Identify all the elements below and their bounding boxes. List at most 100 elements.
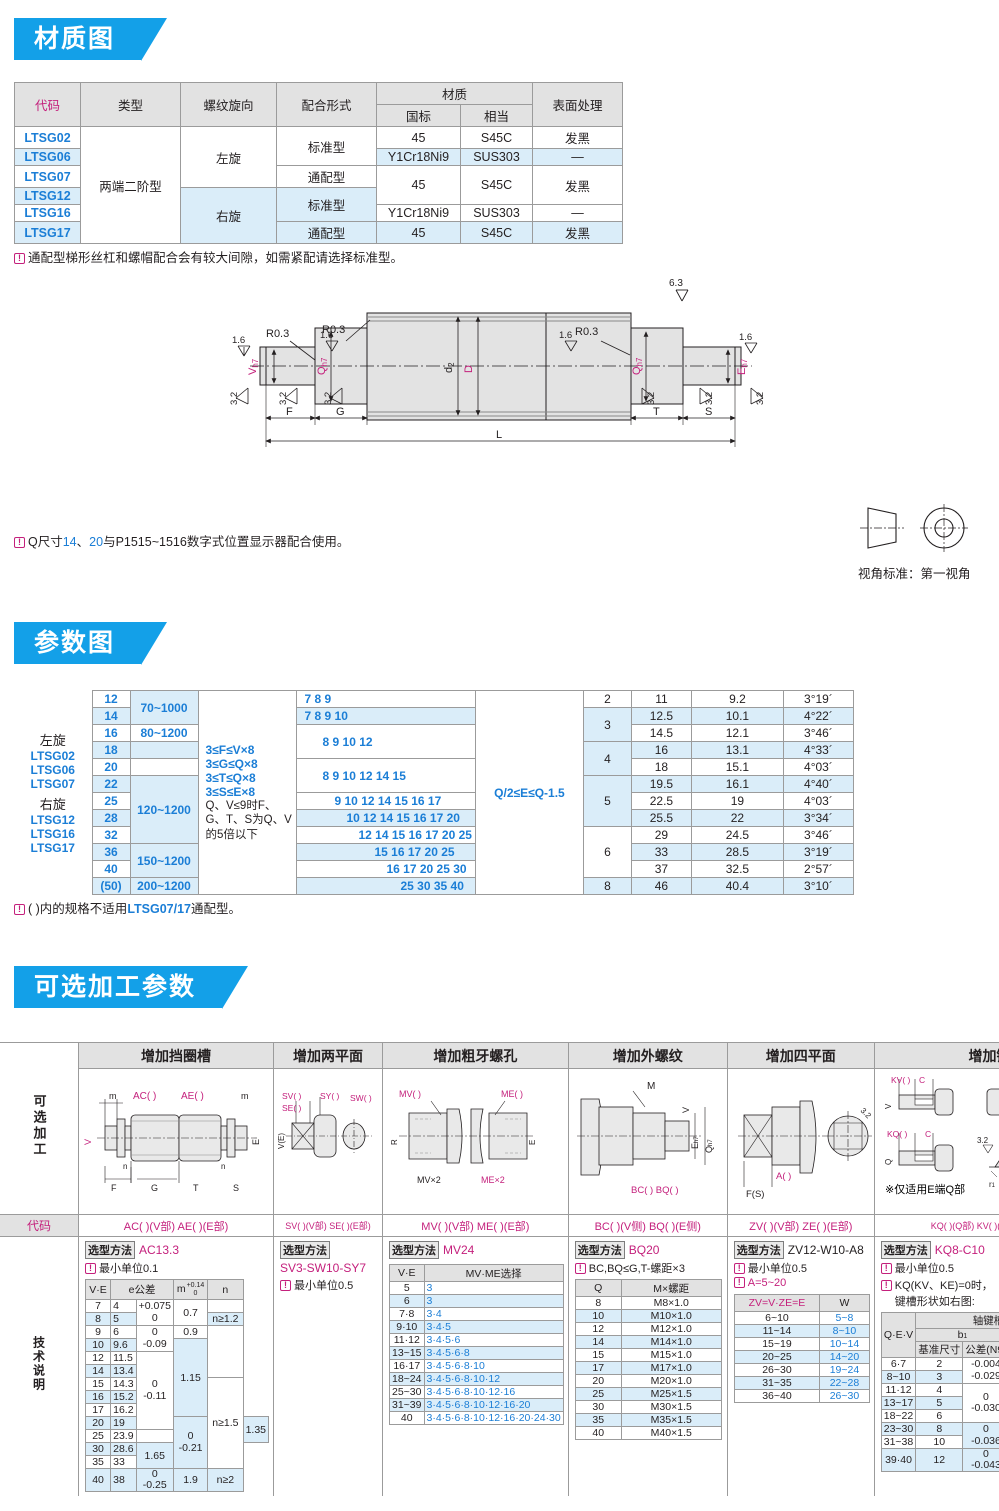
optional-section-title: 可选加工参数 bbox=[14, 966, 222, 1008]
cell-b-tol: 0-0.030 bbox=[963, 1384, 999, 1423]
optional-code-row: 代码 AC( )(V部) AE( )(E部) SV( )(V部) SE( )(E… bbox=[0, 1215, 999, 1237]
th-b1: b1 bbox=[916, 1329, 999, 1342]
dim-G: G bbox=[151, 1183, 158, 1193]
table-header-row: Q·E·V 轴键槽尺寸 r1 bbox=[881, 1313, 999, 1329]
cell-qev: 13~17 bbox=[881, 1397, 916, 1410]
cell-e: 5 bbox=[111, 1313, 136, 1326]
dim-Q-key: Q bbox=[884, 1159, 893, 1165]
opt-title-0: 增加挡圈槽 bbox=[79, 1043, 274, 1069]
cell-surf: 发黑 bbox=[533, 222, 623, 244]
select-method-badge-2: 选型方法 bbox=[389, 1241, 439, 1259]
cell-m: M17×1.0 bbox=[621, 1362, 721, 1375]
illus-two-flats: SV( ) SE( ) SY( ) SW( ) V(E) bbox=[274, 1069, 383, 1215]
cell-ve: 15 bbox=[86, 1378, 111, 1391]
cell-n: n≥2 bbox=[208, 1469, 243, 1492]
cell-e: 28.6 bbox=[111, 1443, 136, 1456]
code-5: KQ( )(Q部) KV( )(V部) KE( )(E部) bbox=[874, 1215, 999, 1237]
dim-ME2: ME×2 bbox=[481, 1175, 505, 1185]
cell-ve: 40 bbox=[86, 1469, 111, 1492]
dim-m-left: m bbox=[109, 1091, 117, 1101]
spec-sv: 选型方法 SV3-SW10-SY7 !最小单位0.5 bbox=[274, 1237, 383, 1497]
cell-b-tol: 0-0.043 bbox=[963, 1449, 999, 1472]
cell-d: 16 bbox=[631, 742, 691, 759]
cell-qev: 18~22 bbox=[881, 1410, 916, 1423]
warning-icon: ! bbox=[575, 1263, 586, 1274]
cell-m: 1.65 bbox=[136, 1443, 173, 1469]
dim-Eh7: Eh7 bbox=[690, 1136, 700, 1149]
cell-w: 22~28 bbox=[820, 1377, 870, 1390]
projection-label: 视角标准：第一视角 bbox=[858, 563, 988, 582]
cell-e-tol: 0-0.11 bbox=[136, 1352, 173, 1430]
cell-qev: 39·40 bbox=[881, 1449, 916, 1472]
cell-e: 15.2 bbox=[111, 1391, 136, 1404]
cell-w: 14~20 bbox=[820, 1351, 870, 1364]
cell-size: 16 bbox=[92, 725, 130, 742]
cell-gb: 45 bbox=[377, 222, 461, 244]
cell-opts: 3 bbox=[424, 1295, 563, 1308]
cell-angle: 4°40´ bbox=[783, 776, 853, 793]
cell-e: 33 bbox=[111, 1456, 136, 1469]
th-m-pitch: M×螺距 bbox=[621, 1280, 721, 1297]
projection-symbol-svg bbox=[858, 500, 988, 560]
cell-b-tol: 0-0.036 bbox=[963, 1423, 999, 1449]
th-qev: Q·E·V bbox=[881, 1313, 916, 1358]
cell-size: 20 bbox=[92, 759, 130, 776]
dim-R: R bbox=[390, 1139, 399, 1145]
cell-w: 19~24 bbox=[820, 1364, 870, 1377]
cell-ve: 25~30 bbox=[390, 1386, 425, 1399]
roughness-32-d: 3.2 bbox=[646, 392, 657, 405]
cell-size: 36 bbox=[92, 844, 130, 861]
cell-ve: 10 bbox=[86, 1339, 111, 1352]
cell-m: 1.9 bbox=[173, 1469, 207, 1492]
cell-q: 35 bbox=[575, 1414, 621, 1427]
th-fit-form: 配合形式 bbox=[277, 83, 377, 127]
table-header-row: ZV=V·ZE=E W bbox=[734, 1295, 869, 1312]
cell-q: 8 bbox=[575, 1297, 621, 1310]
four-flats-svg: A( ) F(S) 3.2 bbox=[730, 1071, 872, 1207]
cell-pitch: 15 16 17 20 25 bbox=[296, 844, 475, 861]
label-S: S bbox=[705, 406, 712, 418]
cell-angle: 2°57´ bbox=[783, 861, 853, 878]
cell-w: 8~10 bbox=[820, 1325, 870, 1338]
opt-title-4: 增加四平面 bbox=[727, 1043, 874, 1069]
cell-ve: 16·17 bbox=[390, 1360, 425, 1373]
cell-length: 150~1200 bbox=[130, 844, 198, 878]
cell-d2: 19 bbox=[691, 793, 783, 810]
cell-surf: 发黑 bbox=[533, 127, 623, 149]
dim-VE: V(E) bbox=[277, 1133, 286, 1149]
cell-codes: 左旋 LTSG02 LTSG06 LTSG07 右旋 LTSG12 LTSG16… bbox=[14, 691, 92, 895]
cell-eq: S45C bbox=[461, 222, 533, 244]
table-row: 16 80~1200 8 9 10 12 14.5 12.1 3°46´ bbox=[14, 725, 853, 742]
illus-keyway: KV( ) C C KE( ) V E KQ( ) C Q bbox=[874, 1069, 999, 1215]
cell-d: 11 bbox=[631, 691, 691, 708]
th-zv: ZV=V·ZE=E bbox=[734, 1295, 819, 1312]
illus-retaining-groove: m m AC( ) AE( ) V F G T S n n E bbox=[79, 1069, 274, 1215]
code-1: SV( )(V部) SE( )(E部) bbox=[274, 1215, 383, 1237]
illus-coarse-thread-hole: MV( ) ME( ) MV×2 ME×2 R E bbox=[383, 1069, 569, 1215]
cell-m: M35×1.5 bbox=[621, 1414, 721, 1427]
warning-icon: ! bbox=[280, 1280, 291, 1291]
cell-n bbox=[208, 1326, 243, 1378]
cell-code: LTSG07 bbox=[15, 166, 81, 188]
dim-Qh7: Qh7 bbox=[704, 1139, 714, 1153]
projection-symbol: 视角标准：第一视角 bbox=[858, 500, 988, 582]
cell-m: M20×1.0 bbox=[621, 1375, 721, 1388]
dim-32-flat: 3.2 bbox=[858, 1106, 871, 1121]
cell-pitch: 8 9 10 12 bbox=[296, 725, 475, 759]
warning-icon: ! bbox=[85, 1263, 96, 1274]
label-F: F bbox=[286, 406, 293, 418]
cell-m: 0.9 bbox=[173, 1326, 207, 1339]
cell-b-tol: -0.004-0.029 bbox=[963, 1358, 999, 1384]
cell-d2: 24.5 bbox=[691, 827, 783, 844]
cell-pitch: 9 10 12 14 15 16 17 bbox=[296, 793, 475, 810]
cell-pitch: 10 12 14 15 16 17 20 bbox=[296, 810, 475, 827]
cell-ve: 25 bbox=[86, 1430, 111, 1443]
optional-illustration-row: m m AC( ) AE( ) V F G T S n n E bbox=[0, 1069, 999, 1215]
cell-gb: Y1Cr18Ni9 bbox=[377, 205, 461, 222]
parameter-section-title: 参数图 bbox=[14, 622, 141, 664]
